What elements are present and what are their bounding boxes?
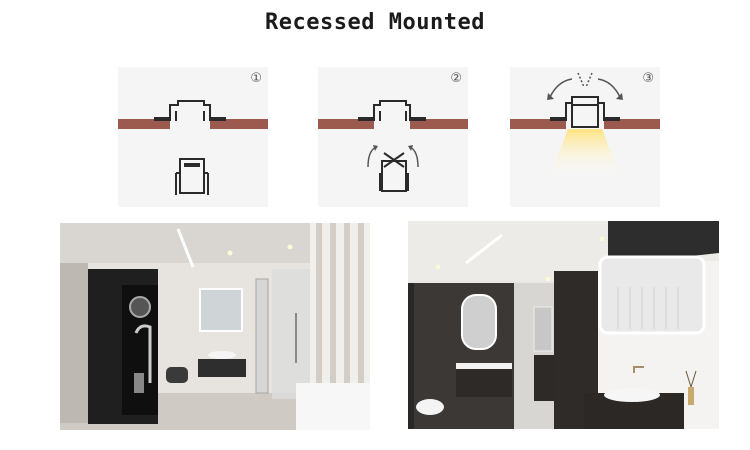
press-arrows bbox=[549, 72, 621, 98]
profile-above-ceiling-diagram bbox=[118, 100, 268, 195]
dark-bathroom-photo bbox=[408, 221, 719, 429]
step-number: ③ bbox=[642, 71, 654, 86]
step-3-panel: ③ bbox=[510, 67, 660, 207]
mounting-channel bbox=[169, 100, 211, 121]
light-glow bbox=[550, 129, 620, 177]
clip-insertion-diagram bbox=[318, 100, 468, 192]
step-number: ① bbox=[250, 71, 262, 86]
step-number: ② bbox=[450, 71, 462, 86]
page-title: Recessed Mounted bbox=[265, 10, 485, 35]
ceiling-right bbox=[210, 119, 268, 129]
step-1-panel: ① bbox=[118, 67, 268, 207]
led-profile bbox=[175, 158, 209, 195]
installed-light-diagram bbox=[510, 72, 660, 177]
ceiling-left bbox=[118, 119, 170, 129]
step-2-panel: ② bbox=[318, 67, 468, 207]
bathroom-showroom-photo bbox=[60, 223, 370, 430]
